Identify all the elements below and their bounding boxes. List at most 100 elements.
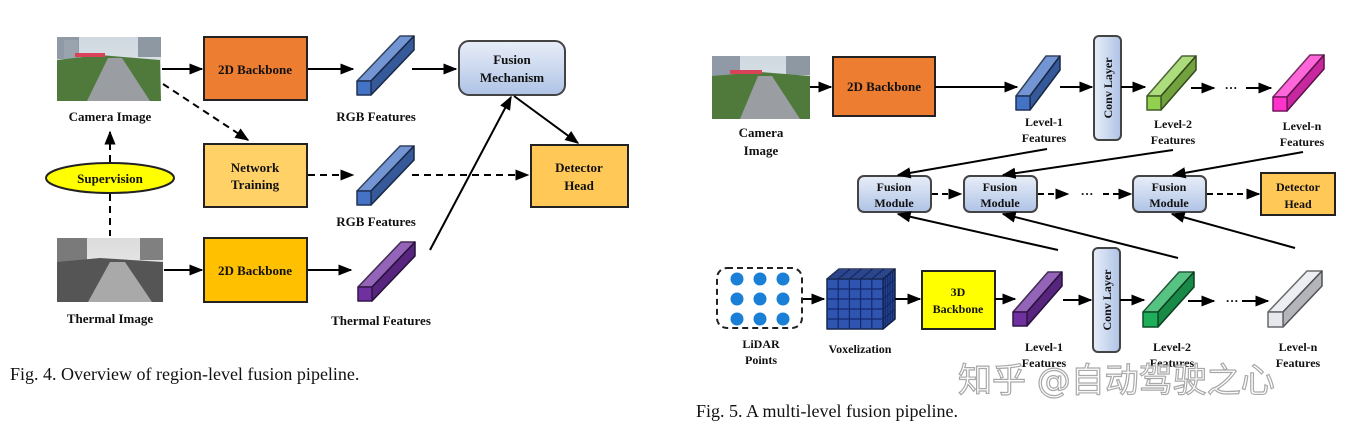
fig4-detector-head-line1: Detector [555, 160, 603, 175]
fig4-thermal-features-label: Thermal Features [331, 313, 431, 328]
voxel-front-face [826, 278, 884, 330]
fig4-supervision-ellipse [45, 162, 175, 194]
feature-bar-front-face [1267, 311, 1284, 328]
fig5-2d-backbone-label: 2D Backbone [847, 79, 921, 94]
fig4-rgb-features-top-label: RGB Features [336, 109, 416, 124]
fig5-fusion-module-2-line1: Fusion [983, 180, 1018, 194]
fig4-supervision-label: Supervision [77, 171, 144, 186]
fig5-fusion-module-2 [963, 175, 1038, 213]
fig4-rgb-features-mid-label: RGB Features [336, 214, 416, 229]
fig5-arrow-level1-top-to-fusion1 [896, 148, 1048, 179]
fig5-leveln-top-line2: Features [1280, 135, 1325, 149]
fig5-detector-head-box [1260, 172, 1336, 216]
lidar-point [776, 272, 790, 286]
fig4-detector-head-line2: Head [564, 178, 594, 193]
fig4-fusion-mechanism-line1: Fusion [493, 52, 531, 67]
fig4-detector-head-box [530, 144, 629, 208]
fig4-fusion-mechanism-line2: Mechanism [480, 70, 544, 85]
fig5-level1-features-bottom [1012, 271, 1063, 327]
voxel-grid-line [882, 308, 896, 320]
fig5-level1-bottom-line2: Features [1022, 356, 1067, 370]
fig5-camera-image [712, 56, 810, 119]
fig5-fusion-module-n-line1: Fusion [1152, 180, 1187, 194]
feature-bar-front-face [357, 286, 373, 302]
feature-bar-front-face [1142, 311, 1159, 328]
fig5-leveln-features-bottom [1267, 270, 1323, 328]
fig5-arrow-leveln-bottom-to-fusionn [1170, 211, 1296, 249]
fig5-ellipsis-mid: ··· [1080, 186, 1093, 201]
fig5-level2-bottom-line1: Level-2 [1153, 340, 1191, 354]
fig4-camera-image [57, 37, 161, 101]
fig4-thermal-image [57, 238, 163, 302]
fig4-2d-backbone-bottom [203, 237, 308, 303]
fig5-fusion-module-n-line2: Module [1149, 196, 1189, 210]
fig5-level1-features-top [1015, 55, 1061, 111]
feature-bar-front-face [1272, 96, 1288, 112]
fig4-diagram: Camera Image Thermal Image Supervision 2… [10, 35, 629, 384]
fig5-3d-backbone-line1: 3D [951, 285, 966, 299]
fig5-level2-top-line1: Level-2 [1154, 117, 1192, 131]
feature-bar-front-face [1012, 311, 1028, 327]
watermark-text: 知乎 @自动驾驶之心 [958, 361, 1275, 401]
fig5-level2-features-top [1146, 55, 1197, 111]
lidar-point [753, 292, 767, 306]
fig5-ellipsis-top: ··· [1224, 80, 1237, 95]
feature-bar-front-face [356, 190, 372, 206]
fig5-level1-bottom-line1: Level-1 [1025, 340, 1063, 354]
lidar-point [753, 312, 767, 326]
fig5-3d-backbone [921, 270, 996, 330]
lidar-point [776, 292, 790, 306]
fig4-network-training-line2: Training [231, 177, 280, 192]
feature-bar-front-face [1146, 95, 1162, 111]
fig5-arrow-leveln-top-to-fusionn [1171, 151, 1304, 179]
fig5-leveln-bottom-line1: Level-n [1279, 340, 1318, 354]
fig5-3d-backbone-line2: Backbone [933, 302, 984, 316]
fig4-2d-backbone-top [203, 36, 308, 101]
fig4-fusion-mechanism-box [458, 40, 566, 96]
fig4-caption: Fig. 4. Overview of region-level fusion … [10, 364, 359, 384]
fig5-arrow-level1-bottom-to-fusion1 [896, 211, 1059, 251]
fig5-level2-features-bottom [1142, 271, 1195, 328]
lidar-point [730, 312, 744, 326]
fig5-lidar-line1: LiDAR [742, 337, 780, 351]
fig5-leveln-features-top [1272, 54, 1325, 112]
fig5-voxel-cube [826, 268, 896, 330]
fig5-detector-head-line1: Detector [1276, 180, 1321, 194]
fig5-caption: Fig. 5. A multi-level fusion pipeline. [696, 401, 958, 421]
fig5-voxelization-label: Voxelization [829, 342, 892, 356]
fig5-fusion-module-1-line2: Module [874, 196, 914, 210]
fig5-camera-image-line2: Image [744, 143, 779, 158]
fig4-2d-backbone-top-label: 2D Backbone [218, 62, 292, 77]
fig4-network-training-line1: Network [231, 160, 280, 175]
fig5-level2-bottom-line2: Features [1150, 356, 1195, 370]
fig4-2d-backbone-bottom-label: 2D Backbone [218, 263, 292, 278]
fig4-arrow-camera-to-training [162, 83, 250, 141]
fig5-level1-top-line1: Level-1 [1025, 115, 1063, 129]
fig5-lidar-points-box [716, 267, 803, 329]
lidar-point [776, 312, 790, 326]
fig4-network-training-box [203, 143, 308, 208]
fig5-fusion-module-1-line1: Fusion [877, 180, 912, 194]
fig5-fusion-module-1 [857, 175, 932, 213]
feature-bar-front-face [356, 80, 372, 96]
feature-bar-front-face [1015, 95, 1031, 111]
voxel-side-face [882, 268, 896, 330]
fig5-leveln-bottom-line2: Features [1276, 356, 1321, 370]
fig4-thermal-features [357, 241, 416, 302]
fig5-fusion-module-2-line2: Module [980, 196, 1020, 210]
fig4-rgb-features-mid [356, 145, 415, 206]
fig5-arrow-level2-bottom-to-fusion2 [1001, 211, 1179, 259]
fig4-thermal-image-label: Thermal Image [67, 311, 154, 326]
fig5-2d-backbone [832, 56, 936, 117]
fig5-detector-head-line2: Head [1284, 197, 1312, 211]
fig5-lidar-point-grid [730, 272, 790, 326]
fig4-arrow-fusion-to-detector [513, 95, 580, 144]
fig5-level1-top-line2: Features [1022, 131, 1067, 145]
fig5-lidar-line2: Points [745, 353, 777, 367]
fig5-ellipsis-bottom: ··· [1225, 293, 1238, 308]
fig5-leveln-top-line1: Level-n [1283, 119, 1322, 133]
fig5-conv-layer-top-label: Conv Layer [1101, 57, 1115, 119]
fig5-fusion-module-n [1132, 175, 1207, 213]
fig5-level2-top-line2: Features [1151, 133, 1196, 147]
